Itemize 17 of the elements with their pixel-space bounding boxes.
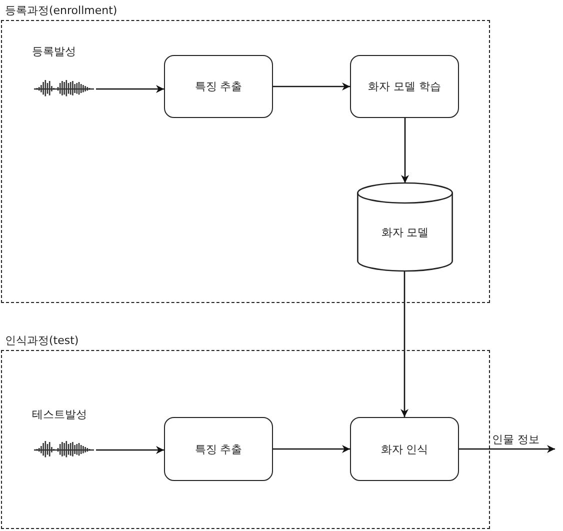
arrow	[96, 446, 164, 454]
speech-label: 등록발성	[32, 44, 76, 59]
group-title: 등록과정(enrollment)	[5, 3, 118, 18]
process-box: 화자 인식	[350, 417, 459, 481]
process-box: 특징 추출	[164, 55, 273, 118]
process-box: 화자 모델 학습	[350, 55, 459, 118]
edge-label: 인물 정보	[491, 432, 540, 447]
arrow	[273, 445, 350, 453]
process-box: 특징 추출	[164, 417, 273, 481]
database-cylinder: 화자 모델	[357, 183, 453, 271]
speech-label: 테스트발성	[32, 407, 87, 422]
arrow	[400, 271, 408, 417]
arrow	[273, 82, 350, 90]
arrow	[459, 445, 555, 453]
arrow	[96, 85, 164, 93]
group-title: 인식과정(test)	[5, 333, 79, 348]
arrow	[401, 118, 409, 183]
